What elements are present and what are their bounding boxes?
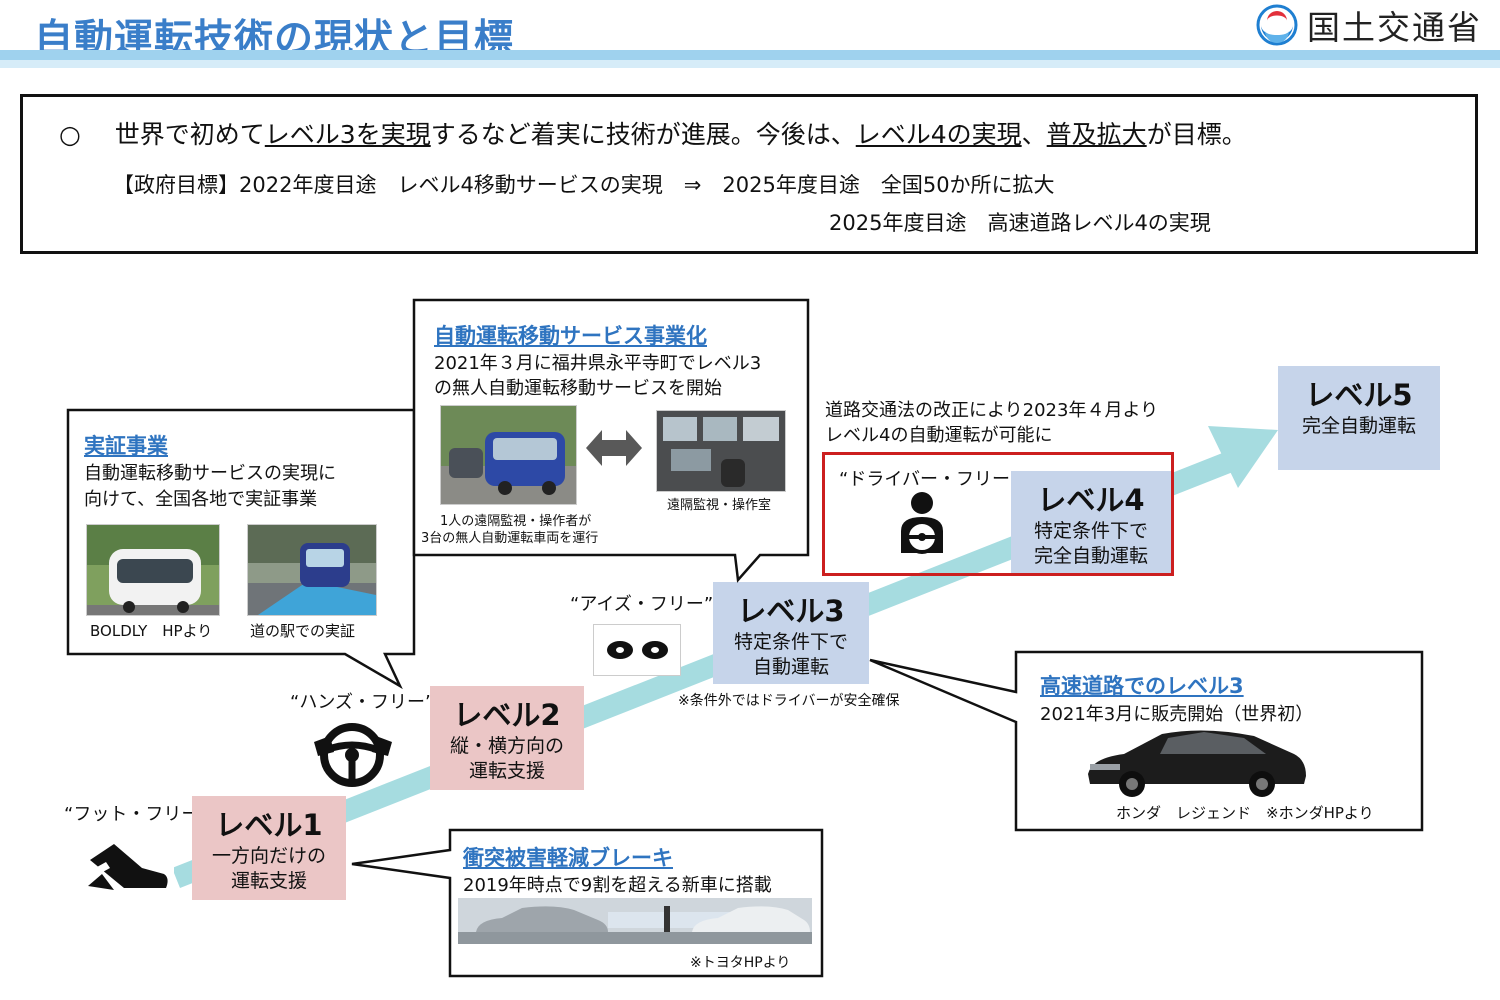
station-vehicle-image: [248, 525, 376, 615]
level-2-box: レベル2 縦・横方向の 運転支援: [430, 686, 584, 790]
eyes-free-image: [593, 624, 681, 676]
hands-free-icon: [314, 723, 392, 787]
double-arrow-icon: [586, 430, 642, 466]
level-5-box: レベル5 完全自動運転: [1278, 366, 1440, 470]
brake-demo-image: [458, 898, 812, 944]
level-1-quote: “フット・フリー”: [64, 804, 209, 825]
title-band-light: [0, 60, 1500, 68]
mlit-logo-icon: [1256, 4, 1298, 46]
org-logo: 国土交通省: [1255, 2, 1495, 48]
highway-callout-shape: [869, 650, 1424, 832]
service-callout-line-1: 2021年３月に福井県永平寺町でレベル3: [434, 353, 762, 374]
eiheiji-vehicle-photo: [440, 405, 577, 505]
summary-text-f: 普及拡大: [1046, 120, 1147, 149]
level-4-desc-2: 完全自動運転: [1033, 545, 1148, 567]
service-callout-line-2: の無人自動運転移動サービスを開始: [434, 378, 722, 399]
boldly-bus-photo: [86, 524, 220, 616]
level-4-quote: “ドライバー・フリー”: [839, 469, 1020, 490]
driver-free-icon: [901, 492, 943, 554]
level-3-box: レベル3 特定条件下で 自動運転: [713, 582, 869, 684]
org-name: 国土交通省: [1307, 8, 1482, 47]
level-4-title: レベル4: [1037, 483, 1145, 517]
summary-line-1: ○ 世界で初めてレベル3を実現するなど着実に技術が進展。今後は、レベル4の実現、…: [59, 115, 1247, 151]
eiheiji-vehicle-image: [441, 406, 576, 504]
remote-monitoring-photo: [656, 410, 786, 492]
level-1-box: レベル1 一方向だけの 運転支援: [192, 796, 346, 900]
roadside-station-photo: [247, 524, 377, 616]
level-5-title: レベル5: [1305, 378, 1413, 412]
level-4-box: レベル4 特定条件下で 完全自動運転: [1011, 471, 1171, 573]
level-1-title: レベル1: [215, 808, 323, 842]
level-5-desc: 完全自動運転: [1301, 415, 1416, 437]
honda-legend-image: [1088, 730, 1306, 797]
level-2-title: レベル2: [453, 698, 561, 732]
demo-callout-line-1: 自動運転移動サービスの実現に: [84, 463, 336, 484]
demo-callout-line-2: 向けて、全国各地で実証事業: [84, 489, 318, 510]
summary-text-b: レベル3を実現: [264, 120, 431, 149]
level-2-desc-2: 運転支援: [468, 760, 545, 782]
summary-box: ○ 世界で初めてレベル3を実現するなど着実に技術が進展。今後は、レベル4の実現、…: [20, 94, 1478, 254]
title-band: [0, 50, 1500, 60]
summary-text-c: するなど着実に技術が進展。今後は、: [430, 120, 856, 149]
level-3-title: レベル3: [737, 594, 845, 628]
foot-icon: [88, 844, 168, 890]
service-callout-title[interactable]: 自動運転移動サービス事業化: [434, 324, 707, 348]
highway-callout-title[interactable]: 高速道路でのレベル3: [1040, 674, 1244, 698]
level-3-quote: “アイズ・フリー”: [570, 594, 714, 615]
service-caption-1a: 1人の遠隔監視・操作者が: [440, 514, 592, 529]
brake-callout-title[interactable]: 衝突被害軽減ブレーキ: [463, 846, 673, 870]
brake-caption: ※トヨタHPより: [690, 955, 791, 971]
monitoring-room-image: [657, 411, 785, 491]
demo-callout-title[interactable]: 実証事業: [84, 434, 168, 458]
arrow-head: [1208, 426, 1278, 488]
level-3-desc-1: 特定条件下で: [733, 631, 848, 653]
bullet: ○: [59, 120, 81, 149]
level-3-desc-2: 自動運転: [752, 656, 829, 678]
summary-text-g: が目標。: [1146, 120, 1247, 149]
service-caption-2: 遠隔監視・操作室: [667, 498, 772, 513]
foot-free-image: [84, 838, 174, 896]
summary-line-3: 2025年度目途 高速道路レベル4の実現: [829, 211, 1211, 235]
bus-image: [87, 525, 219, 615]
level-2-desc-1: 縦・横方向の: [449, 735, 564, 757]
demo-caption-2: 道の駅での実証: [250, 622, 356, 640]
highway-caption: ホンダ レジェンド ※ホンダHPより: [1116, 804, 1374, 822]
level-2-quote: “ハンズ・フリー”: [290, 692, 435, 713]
summary-text-d: レベル4の実現: [855, 120, 1022, 149]
eyes-icon: [607, 641, 668, 659]
toyota-brake-photo: [458, 898, 812, 944]
service-caption-1b: 3台の無人自動運転車両を運行: [421, 531, 599, 546]
level-4-frame: “ドライバー・フリー” レベル4 特定条件下で 完全自動運転: [822, 452, 1174, 576]
level-3-note: ※条件外ではドライバーが安全確保: [678, 693, 900, 709]
summary-line-2: 【政府目標】2022年度目途 レベル4移動サービスの実現 ⇒ 2025年度目途 …: [113, 173, 1055, 197]
law-note-line-2: レベル4の自動運転が可能に: [825, 425, 1053, 446]
summary-text-e: 、: [1021, 120, 1047, 149]
brake-callout-line-1: 2019年時点で9割を超える新車に搭載: [463, 875, 772, 896]
level-1-desc-2: 運転支援: [230, 870, 307, 892]
level-1-desc-1: 一方向だけの: [211, 845, 326, 867]
demo-caption-1: BOLDLY HPより: [90, 622, 213, 640]
law-note-line-1: 道路交通法の改正により2023年４月より: [825, 400, 1159, 421]
highway-callout-line-1: 2021年3月に販売開始（世界初）: [1040, 704, 1314, 725]
level-4-desc-1: 特定条件下で: [1033, 520, 1148, 542]
summary-text-a: 世界で初めて: [114, 120, 265, 149]
